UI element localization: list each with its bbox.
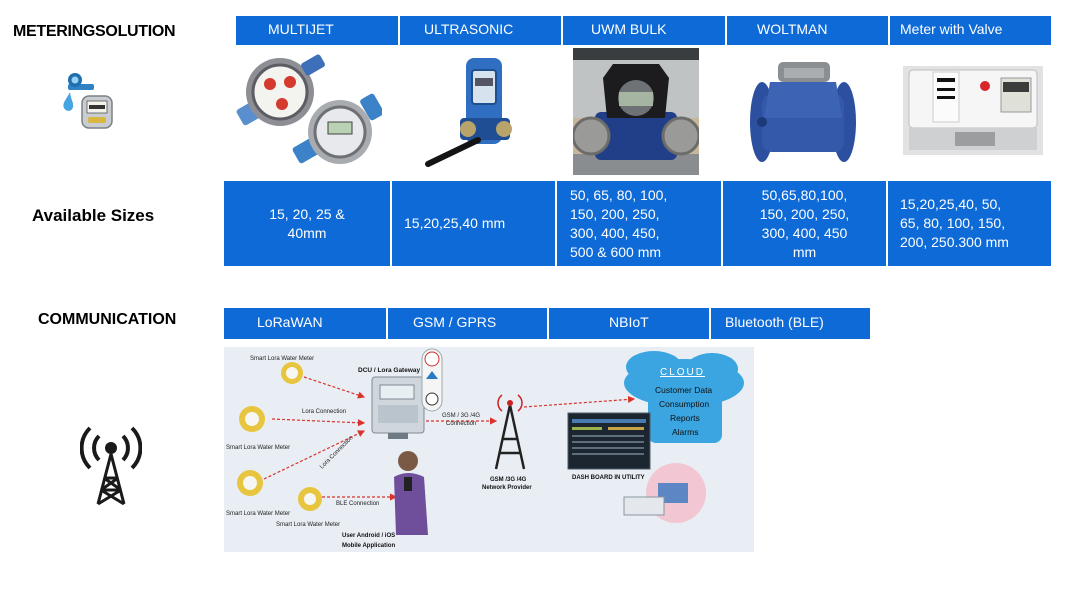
- meter-type-multijet: MULTIJET: [236, 16, 398, 45]
- meter-type-ultrasonic: ULTRASONIC: [398, 16, 561, 45]
- meter-with-valve-image: [903, 66, 1043, 155]
- meter-type-label: ULTRASONIC: [424, 21, 514, 37]
- dashboard-label: DASH BOARD IN UTILITY: [572, 475, 645, 481]
- gsm-connection-label-2: Connection: [446, 421, 476, 427]
- size-line: 150, 200, 250,: [759, 205, 850, 222]
- ble-connection-label: BLE Connection: [336, 501, 379, 507]
- size-line: 150, 200, 250,: [570, 205, 660, 222]
- cloud-item: Consumption: [659, 399, 709, 409]
- metering-solution-title: METERINGSOLUTION: [13, 23, 176, 40]
- communication-architecture-diagram: Smart Lora Water Meter Smart Lora Water …: [224, 347, 754, 552]
- woltman-meter-image: [750, 58, 856, 164]
- size-line: 50,65,80,100,: [761, 186, 848, 203]
- smart-meter-icon: [239, 406, 265, 432]
- protocol-label: GSM / GPRS: [413, 314, 497, 330]
- tower-label: GSM /3G /4G: [490, 477, 527, 483]
- protocol-gsm-gprs: GSM / GPRS: [386, 308, 547, 339]
- gsm-connection-label: GSM / 3G /4G: [442, 413, 480, 419]
- meter-type-label: MULTIJET: [268, 21, 334, 37]
- cloud-title: CLOUD: [660, 367, 705, 378]
- size-cell-meter-with-valve: 15,20,25,40, 50, 65, 80, 100, 150, 200, …: [886, 181, 1051, 266]
- smart-meter-icon: [237, 470, 263, 496]
- meter-type-label: Meter with Valve: [900, 21, 1003, 37]
- network-tower-icon: [494, 394, 526, 470]
- protocol-nbiot: NBIoT: [547, 308, 709, 339]
- protocol-label: Bluetooth (BLE): [725, 314, 824, 330]
- meter-label-3: Smart Lora Water Meter: [226, 511, 290, 517]
- protocol-label: NBIoT: [609, 314, 649, 330]
- tower-label-2: Network Provider: [482, 485, 532, 491]
- meter-type-woltman: WOLTMAN: [725, 16, 888, 45]
- size-line: 50, 65, 80, 100,: [570, 186, 668, 203]
- size-line: 300, 400, 450: [761, 224, 848, 241]
- size-line: 40mm: [287, 224, 327, 241]
- dashboard-screen: [567, 412, 651, 470]
- communication-title: COMMUNICATION: [38, 311, 177, 328]
- meter-type-uwm-bulk: UWM BULK: [561, 16, 725, 45]
- size-cell-woltman: 50,65,80,100, 150, 200, 250, 300, 400, 4…: [721, 181, 886, 266]
- multijet-meter-image: [236, 50, 382, 175]
- utility-icons: [421, 348, 443, 412]
- size-line: mm: [792, 243, 817, 260]
- protocol-lorawan: LoRaWAN: [224, 308, 386, 339]
- uwm-bulk-meter-image: [573, 48, 699, 175]
- cloud-item: Reports: [670, 413, 700, 423]
- smart-meter-icon: [281, 362, 303, 384]
- protocol-label: LoRaWAN: [257, 314, 323, 330]
- available-sizes-title: Available Sizes: [32, 206, 155, 225]
- lora-connection-label-diagonal: Lora Connection: [319, 435, 354, 470]
- size-line: 200, 250.300 mm: [900, 234, 1009, 250]
- meter-label-4: Smart Lora Water Meter: [276, 522, 340, 528]
- size-cell-multijet: 15, 20, 25 & 40mm: [224, 181, 390, 266]
- mobile-user-icon: [394, 451, 428, 535]
- size-line: 65, 80, 100, 150,: [900, 215, 1006, 231]
- size-cell-ultrasonic: 15,20,25,40 mm: [390, 181, 555, 266]
- size-cell-uwm-bulk: 50, 65, 80, 100, 150, 200, 250, 300, 400…: [555, 181, 721, 266]
- meter-type-label: WOLTMAN: [757, 21, 828, 37]
- meter-type-label: UWM BULK: [591, 21, 667, 37]
- cloud-item: Alarms: [672, 427, 698, 437]
- utility-office-icon: [623, 463, 706, 523]
- size-line: 15, 20, 25 &: [269, 205, 345, 222]
- ultrasonic-meter-image: [420, 56, 520, 168]
- water-meter-icon: [58, 70, 118, 132]
- cloud-icon: [624, 351, 744, 443]
- size-line: 300, 400, 450,: [570, 224, 660, 241]
- app-label: User Android / iOS: [342, 533, 395, 539]
- cloud-item: Customer Data: [655, 385, 712, 395]
- protocol-bluetooth-ble: Bluetooth (BLE): [709, 308, 870, 339]
- size-line: 15,20,25,40, 50,: [900, 196, 1002, 212]
- cell-tower-icon: [79, 424, 143, 506]
- app-label-2: Mobile Application: [342, 543, 395, 549]
- dcu-label: DCU / Lora Gateway: [358, 367, 421, 374]
- dcu-gateway-icon: [371, 376, 425, 439]
- meter-type-meter-with-valve: Meter with Valve: [888, 16, 1051, 45]
- meter-label-2: Smart Lora Water Meter: [226, 445, 290, 451]
- smart-meter-icon: [298, 487, 322, 511]
- size-line: 500 & 600 mm: [570, 243, 662, 260]
- lora-connection-label: Lora Connection: [302, 409, 346, 415]
- size-line: 15,20,25,40 mm: [404, 215, 506, 231]
- meter-label-1: Smart Lora Water Meter: [250, 356, 314, 362]
